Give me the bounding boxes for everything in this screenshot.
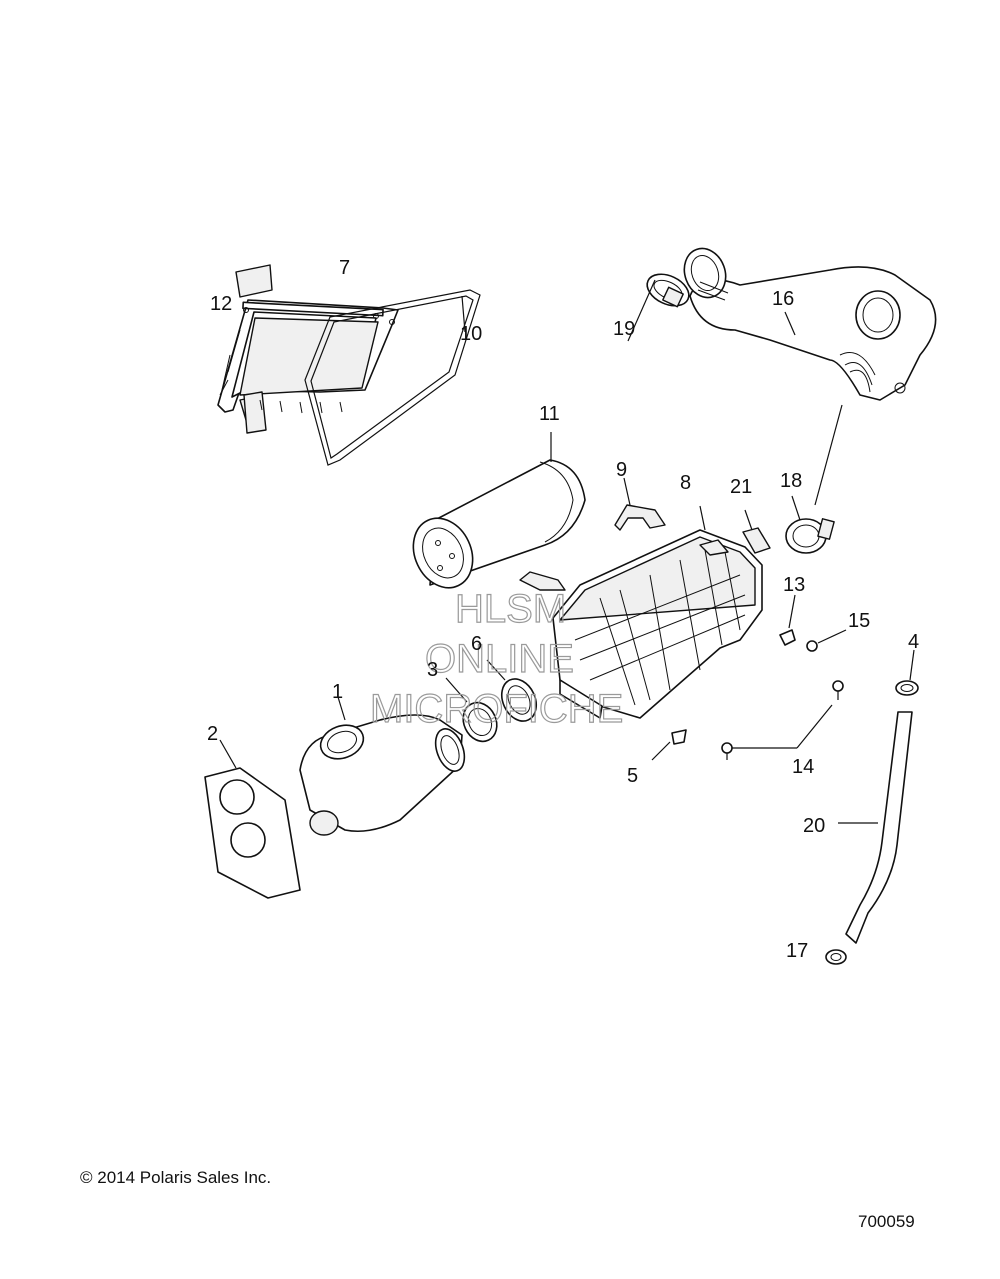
part-1-intake-tube — [299, 696, 466, 836]
callout-8: 8 — [680, 472, 691, 494]
part-2-seal-plate — [204, 739, 301, 899]
callout-5: 5 — [627, 765, 638, 787]
callout-19: 19 — [613, 318, 635, 340]
callout-labels: 1 2 3 4 5 6 7 8 9 10 11 12 13 14 15 16 1… — [207, 257, 919, 962]
callout-16: 16 — [772, 288, 794, 310]
watermark-line-2: ONLINE — [425, 637, 574, 681]
part-21-label — [742, 509, 771, 554]
watermark-line-1: HLSM — [455, 587, 566, 631]
part-20-drain-hose — [838, 711, 913, 944]
callout-18: 18 — [780, 470, 802, 492]
callout-17: 17 — [786, 940, 808, 962]
callout-3: 3 — [427, 659, 438, 681]
callout-4: 4 — [908, 631, 919, 653]
part-16-intake-duct — [683, 247, 937, 401]
part-5-grommet — [651, 729, 687, 761]
callout-11: 11 — [539, 403, 560, 425]
callout-9: 9 — [616, 459, 627, 481]
watermark: HLSM ONLINE MICROFICHE — [369, 586, 624, 731]
callout-7: 7 — [339, 257, 350, 279]
part-11-air-filter — [412, 432, 586, 589]
part-15-screw — [806, 629, 847, 652]
part-17-clamp — [825, 949, 847, 965]
callout-10: 10 — [460, 323, 482, 345]
callout-14: 14 — [792, 756, 814, 778]
callout-6: 6 — [471, 633, 482, 655]
part-10-gasket — [304, 289, 481, 466]
callout-15: 15 — [848, 610, 870, 632]
part-4-clamp — [895, 649, 919, 696]
part-9-latch-clip — [614, 477, 666, 531]
part-13-nut — [779, 594, 796, 646]
callout-1: 1 — [332, 681, 343, 703]
part-8-airbox-body — [519, 505, 763, 719]
callout-2: 2 — [207, 723, 218, 745]
figure-number: 700059 — [858, 1212, 915, 1231]
part-7-airbox-cover — [217, 299, 399, 434]
copyright-notice: © 2014 Polaris Sales Inc. — [80, 1168, 272, 1187]
callout-21: 21 — [730, 476, 752, 498]
callout-13: 13 — [783, 574, 805, 596]
watermark-line-3: MICROFICHE — [370, 687, 623, 731]
part-3-clamp — [445, 677, 498, 743]
part-6-coupler — [486, 659, 538, 722]
callout-20: 20 — [803, 815, 825, 837]
part-18-hose-clamp — [785, 404, 843, 554]
part-12-decal — [235, 264, 273, 298]
callout-12: 12 — [210, 293, 232, 315]
part-14-bolt — [721, 680, 844, 760]
part-19-hose-clamp — [627, 273, 690, 342]
